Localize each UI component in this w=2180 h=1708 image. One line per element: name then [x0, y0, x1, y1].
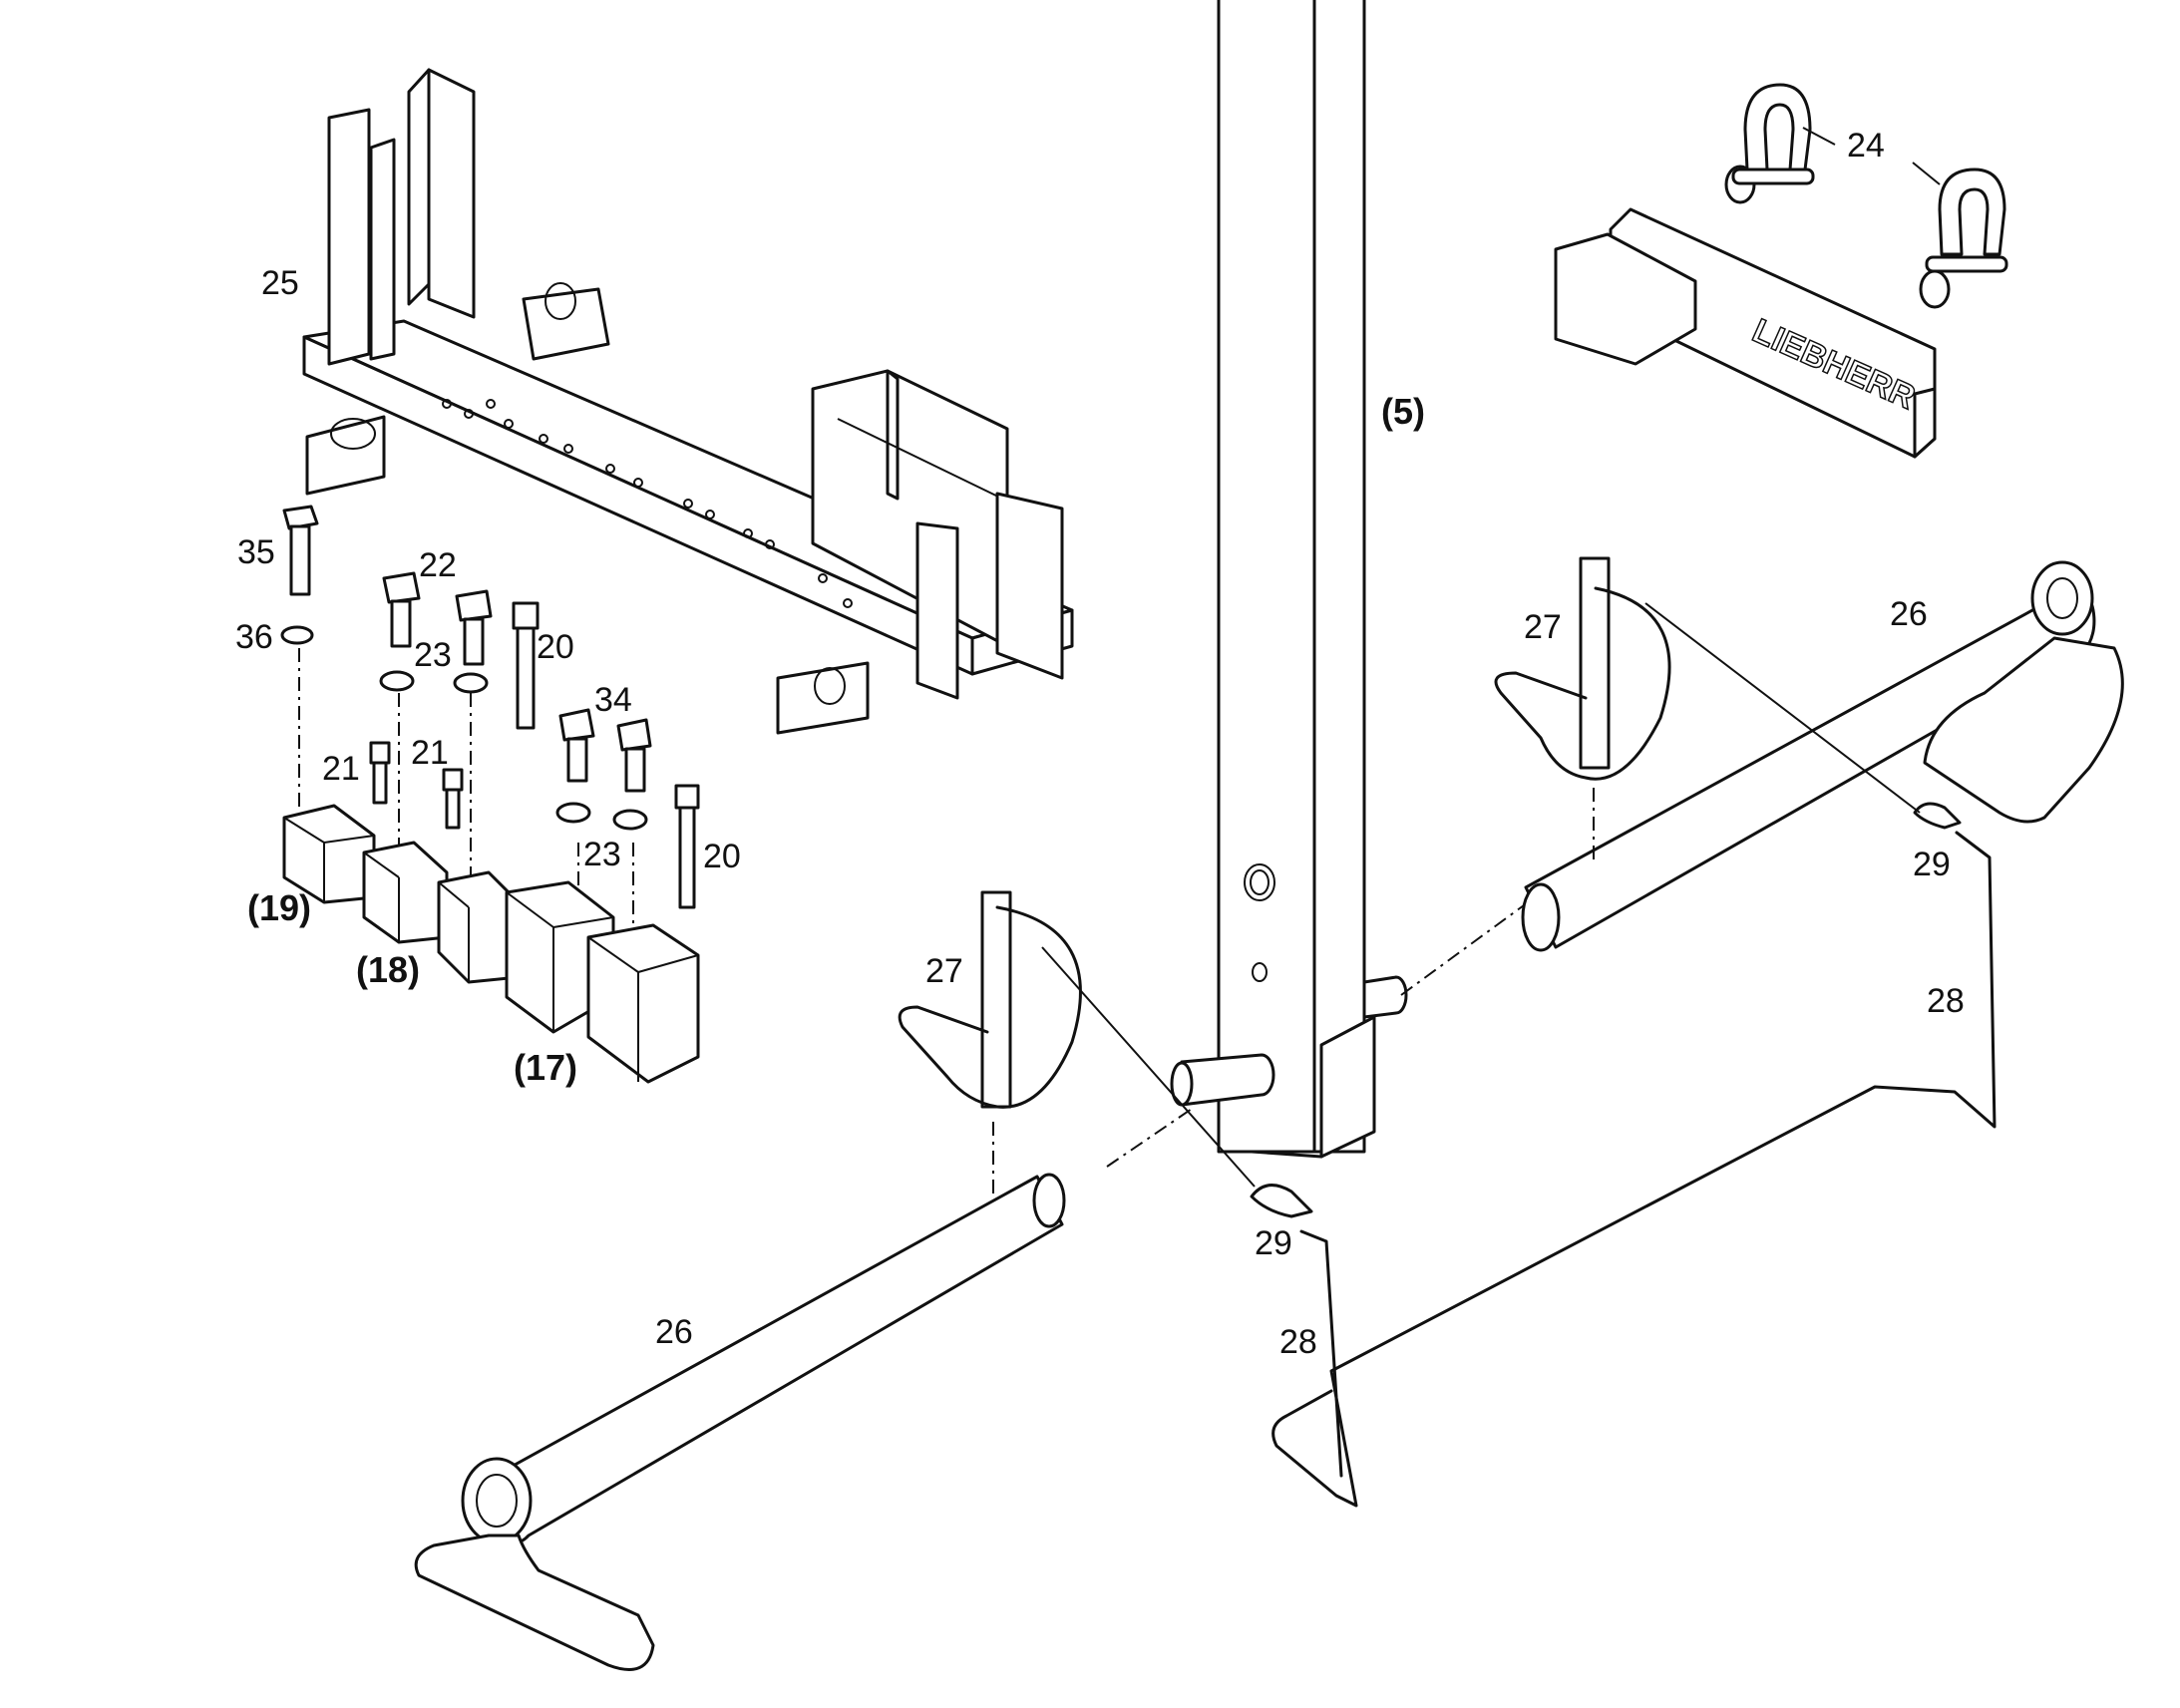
label-part-22: 22	[419, 546, 457, 584]
label-part-5: (5)	[1381, 391, 1425, 432]
washers-23-lower	[555, 802, 648, 831]
label-part-28-left: 28	[1279, 1323, 1317, 1361]
liebherr-rail: LIEBHERR	[1554, 207, 1937, 459]
ring-29-right	[1913, 802, 1962, 830]
label-part-20-upper: 20	[537, 628, 574, 666]
callout-labels: (5) (17) (18) (19) 20 20 21 21 22 23 23 …	[235, 127, 1965, 1361]
bolt-35	[282, 505, 319, 596]
mast-section-5	[1170, 0, 1408, 1159]
bolts-22	[382, 571, 493, 666]
shackles-24	[1724, 83, 2008, 309]
label-part-34: 34	[594, 681, 632, 719]
label-part-20-lower: 20	[703, 838, 741, 875]
label-part-23-lower: 23	[583, 836, 621, 873]
leader-ring-right	[1644, 602, 1921, 814]
label-part-23-upper: 23	[414, 636, 452, 674]
label-part-26-right: 26	[1890, 595, 1928, 633]
ring-29-left	[1250, 1184, 1313, 1218]
spring-clip-27-right	[1494, 556, 1671, 781]
bolt-20-lower	[674, 784, 700, 909]
label-part-24: 24	[1847, 127, 1885, 165]
shackle-leaders	[1802, 127, 1941, 185]
spring-clip-27-left	[898, 890, 1082, 1109]
label-part-21-right: 21	[411, 734, 449, 772]
label-part-36: 36	[235, 618, 273, 656]
label-part-25: 25	[261, 264, 299, 302]
label-part-29-left: 29	[1255, 1224, 1292, 1262]
label-part-19: (19)	[247, 887, 311, 928]
washers-23-upper	[379, 670, 489, 694]
washer-36	[280, 625, 314, 645]
retaining-wire-28	[1272, 831, 1997, 1508]
axle-pin-26-right	[1521, 560, 2124, 952]
label-part-26-left: 26	[655, 1313, 693, 1351]
block-18	[362, 841, 521, 984]
screws-21	[369, 741, 464, 830]
label-part-28-right: 28	[1927, 982, 1965, 1020]
bracket-frame-25	[302, 68, 1074, 735]
label-part-17: (17)	[514, 1047, 577, 1088]
label-part-27-left: 27	[925, 952, 963, 990]
label-part-27-right: 27	[1524, 608, 1562, 646]
label-part-29-right: 29	[1913, 846, 1951, 883]
label-part-35: 35	[237, 533, 275, 571]
bolt-20-upper	[512, 601, 540, 730]
label-part-18: (18)	[356, 949, 420, 990]
label-part-21-left: 21	[322, 750, 360, 788]
axle-pin-26-left	[414, 1173, 1066, 1671]
bolts-34	[558, 708, 652, 793]
block-17	[505, 880, 700, 1084]
leader-ring-left	[1041, 946, 1256, 1188]
